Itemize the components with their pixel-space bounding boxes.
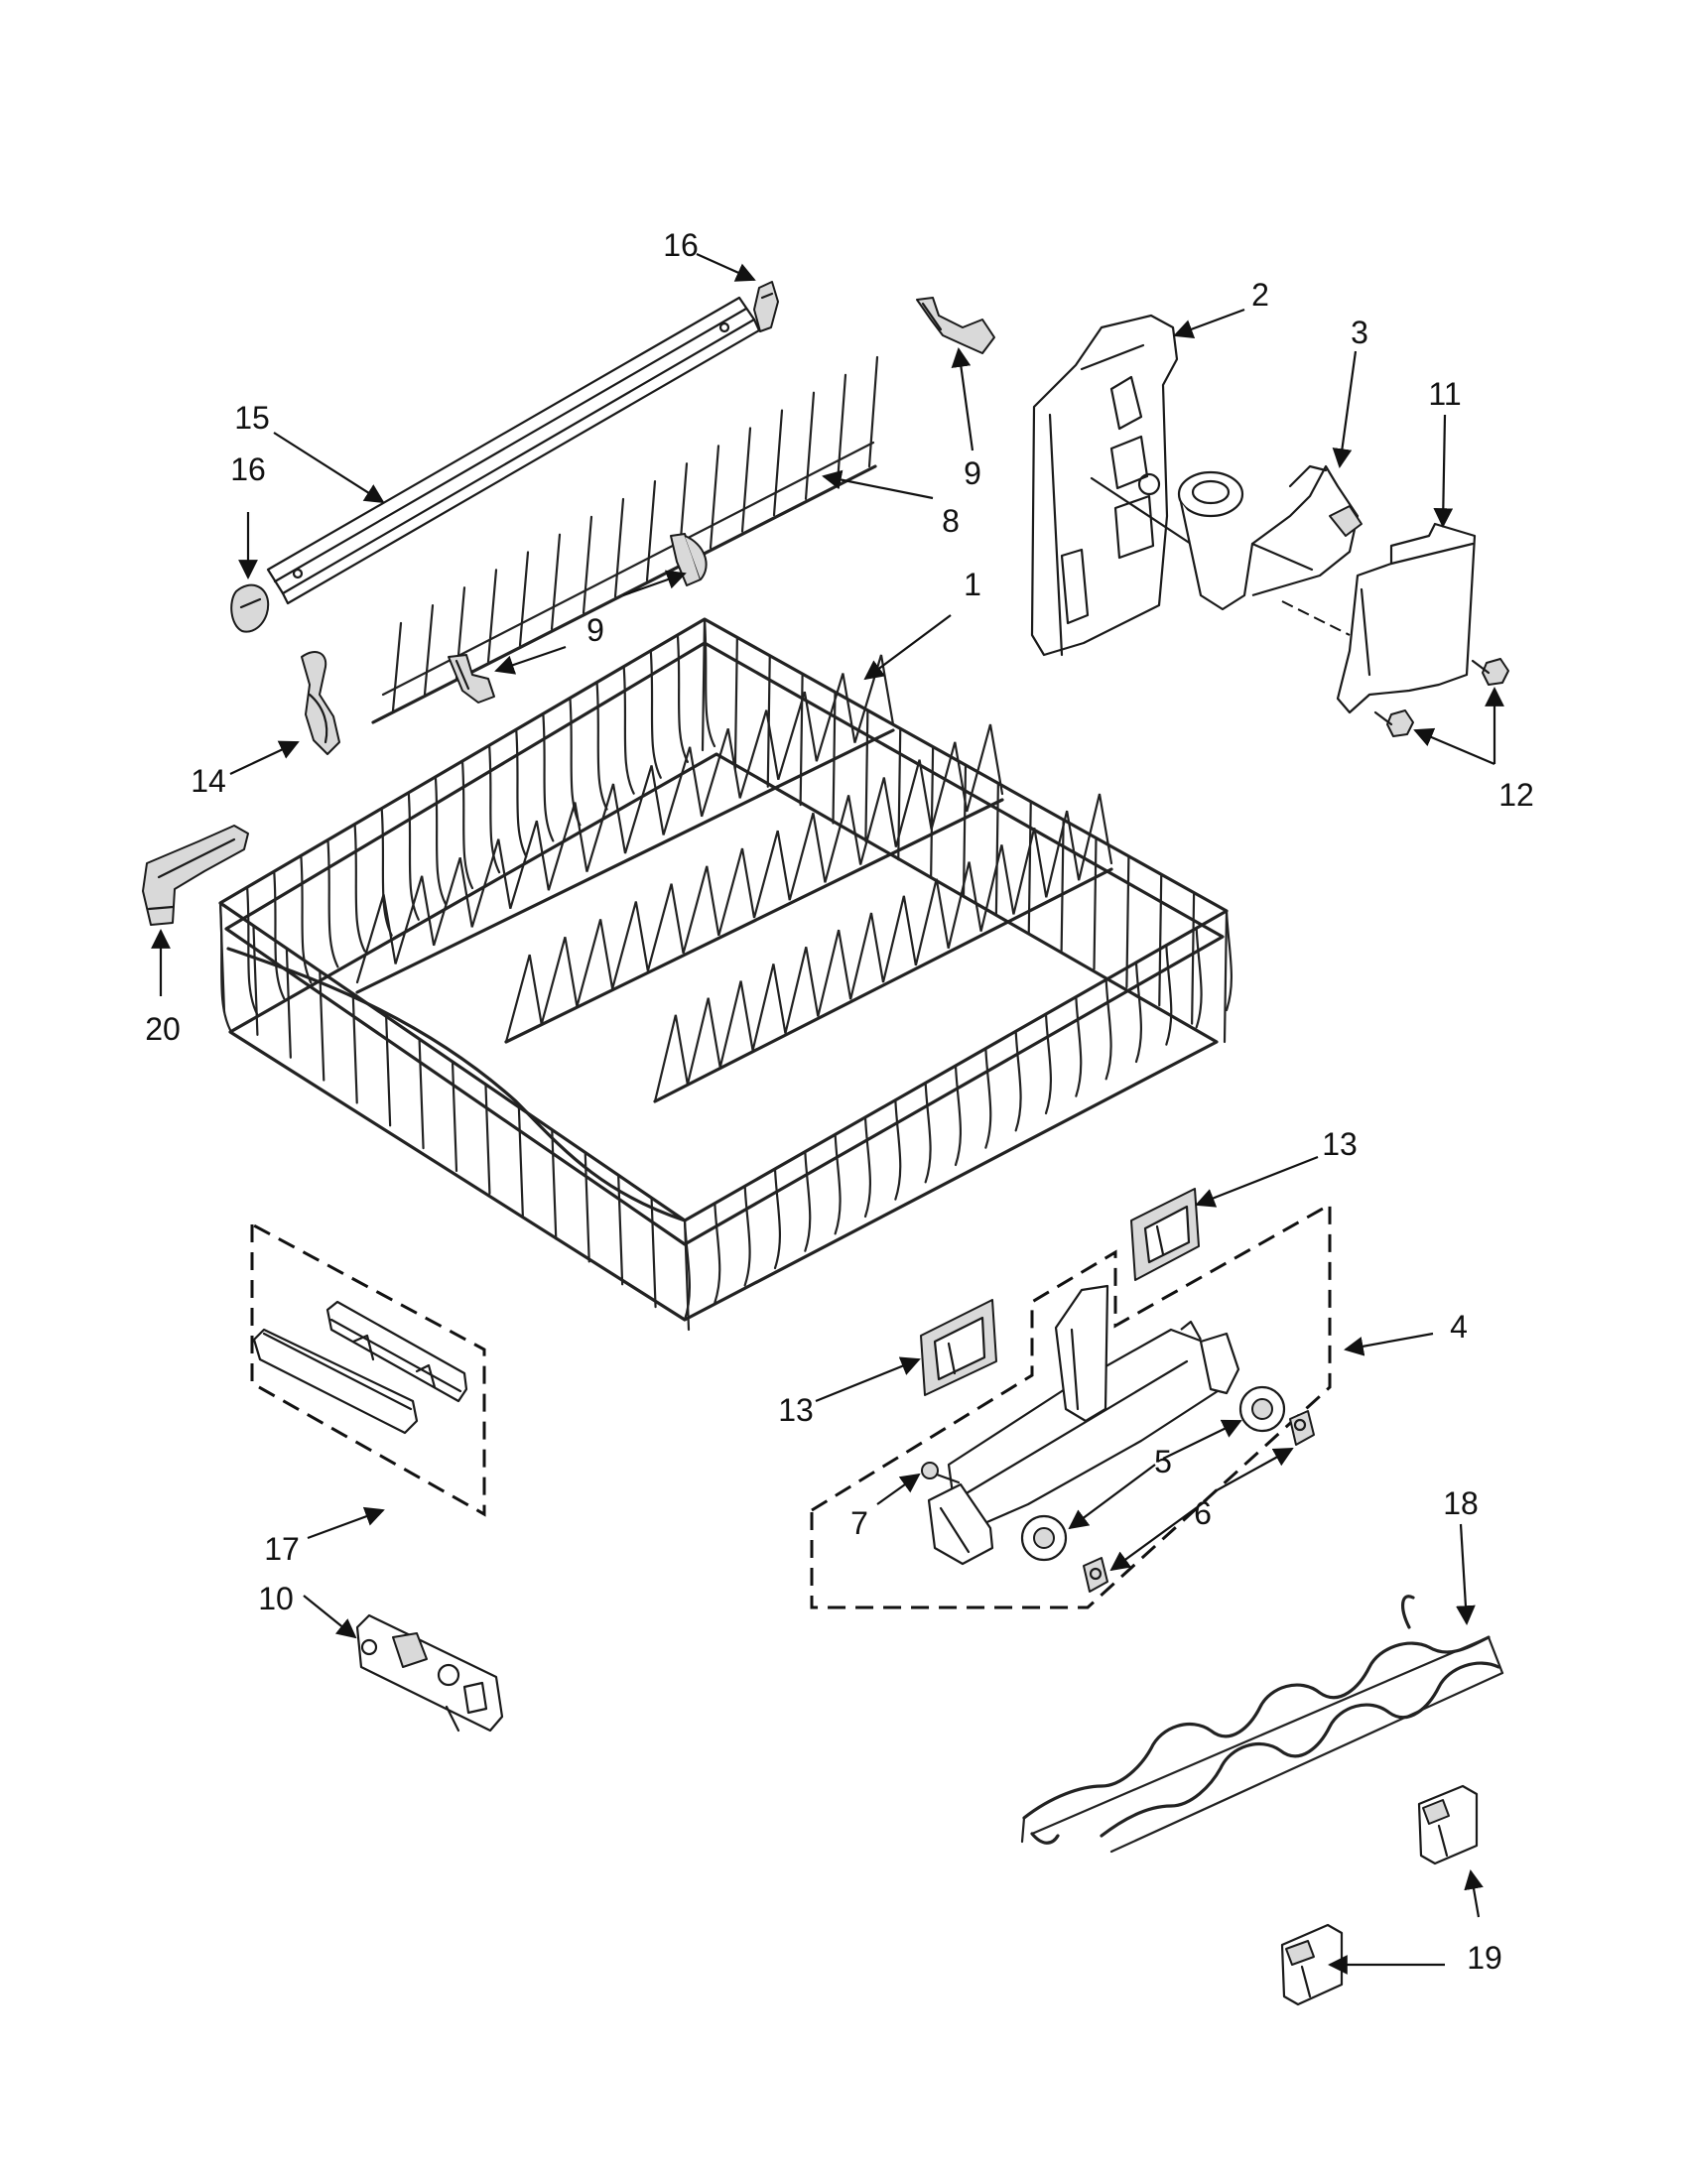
leader-6a — [1216, 1448, 1294, 1491]
part-4-adjuster-assembly — [810, 1202, 1332, 1609]
callout-20: 20 — [145, 1011, 181, 1047]
leader-19a — [1464, 1869, 1484, 1918]
leader-9b-left — [494, 645, 567, 675]
callout-3: 3 — [1351, 315, 1368, 350]
callout-18: 18 — [1443, 1485, 1479, 1521]
callout-14: 14 — [191, 763, 226, 799]
callout-labels: 16 2 3 11 15 16 9 8 1 9 14 12 20 13 4 13… — [145, 227, 1534, 1976]
callout-16-top: 16 — [663, 227, 699, 263]
callout-6: 6 — [1194, 1495, 1212, 1531]
callout-11: 11 — [1428, 376, 1461, 412]
part-13-clip-lower — [920, 1299, 997, 1396]
callout-9-top: 9 — [964, 455, 981, 491]
part-18-tine-rack — [1020, 1595, 1504, 1854]
leader-lines — [151, 252, 1504, 1975]
callout-13-lower: 13 — [778, 1392, 814, 1428]
leader-14 — [229, 740, 300, 775]
callout-9-middle: 9 — [586, 612, 604, 648]
callout-4: 4 — [1450, 1309, 1468, 1345]
leader-12b — [1413, 727, 1495, 766]
part-13-clip-upper — [1130, 1188, 1200, 1281]
callout-19: 19 — [1467, 1940, 1502, 1976]
callout-13-upper: 13 — [1322, 1126, 1358, 1162]
leader-11 — [1433, 414, 1454, 528]
part-20-arm — [142, 825, 249, 926]
leader-13b — [815, 1356, 921, 1403]
leader-15 — [273, 432, 385, 504]
leader-9b-right — [622, 570, 687, 597]
part-12-screws — [1373, 658, 1509, 737]
callout-1: 1 — [964, 567, 981, 602]
part-9-clip-mid — [670, 533, 708, 586]
leader-10 — [303, 1595, 357, 1639]
part-19-clips — [1280, 1784, 1479, 2006]
part-1-rack-basket — [218, 617, 1234, 1332]
callout-16-left: 16 — [230, 451, 266, 487]
part-2-side-bracket — [1030, 314, 1193, 657]
leader-5b — [1068, 1464, 1156, 1530]
leader-1 — [863, 614, 952, 681]
part-8-tine-row — [371, 355, 879, 724]
leader-17 — [307, 1506, 385, 1540]
part-16-end-cap-top — [753, 281, 779, 332]
part-7-screw — [921, 1462, 961, 1484]
leader-9a — [951, 347, 974, 451]
part-5-wheels — [1020, 1385, 1286, 1562]
leader-8 — [822, 469, 934, 500]
leader-16a — [696, 252, 756, 282]
leader-13a — [1195, 1155, 1319, 1208]
callout-10: 10 — [258, 1581, 294, 1616]
part-10-latch — [355, 1613, 504, 1733]
leader-2 — [1173, 308, 1245, 339]
part-17-handle-assembly — [250, 1221, 486, 1517]
part-3-adjuster — [1177, 464, 1363, 611]
callout-8: 8 — [942, 503, 960, 539]
leader-18 — [1456, 1523, 1476, 1625]
callout-17: 17 — [264, 1531, 300, 1567]
callout-7: 7 — [850, 1505, 868, 1541]
part-14-clip — [301, 651, 340, 755]
part-16-end-cap-left — [230, 583, 270, 633]
part-9-clip-top — [916, 297, 995, 354]
leader-6b — [1109, 1499, 1208, 1572]
assembly-line — [1281, 600, 1351, 636]
leader-3 — [1332, 350, 1358, 468]
part-6-axles — [1083, 1410, 1315, 1593]
leader-4 — [1344, 1332, 1434, 1356]
callout-12: 12 — [1498, 777, 1534, 813]
part-11-cover — [1336, 522, 1477, 714]
leader-7 — [876, 1473, 921, 1505]
part-15-rail — [266, 296, 761, 605]
callout-5: 5 — [1154, 1444, 1172, 1479]
part-9-clip-left — [448, 654, 495, 704]
callout-2: 2 — [1251, 277, 1269, 313]
leader-5a — [1162, 1419, 1242, 1460]
callout-15: 15 — [234, 400, 270, 436]
